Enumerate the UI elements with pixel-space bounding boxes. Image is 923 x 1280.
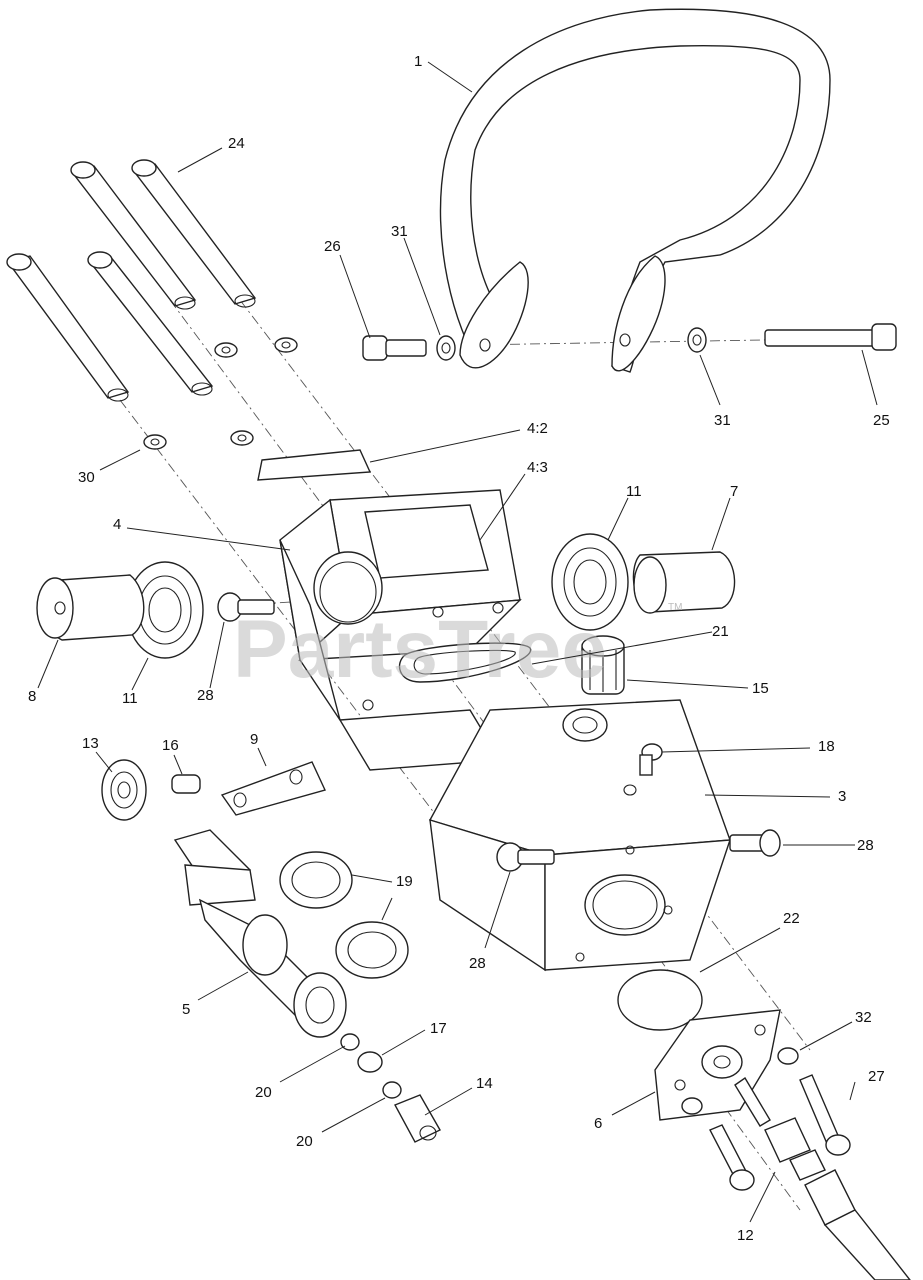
watermark: PartsTree TM [233, 602, 682, 695]
callout-4-3: 4:3 [527, 459, 548, 476]
callout-11a: 11 [626, 483, 642, 500]
callout-20a: 20 [255, 1084, 272, 1101]
callout-11b: 11 [122, 690, 138, 707]
bearings [126, 533, 629, 659]
callout-28c: 28 [469, 955, 486, 972]
long-screws-group [6, 159, 298, 450]
o-ring-part [617, 969, 703, 1031]
gasket-part [398, 642, 532, 683]
pins [217, 592, 781, 872]
small-screw-part [623, 743, 663, 796]
callout-22: 22 [783, 910, 800, 927]
callout-16: 16 [162, 737, 179, 754]
callout-24: 24 [228, 135, 245, 152]
shafts [36, 551, 736, 641]
small-parts-left [101, 759, 326, 821]
callout-28b: 28 [857, 837, 874, 854]
callout-4: 4 [113, 516, 121, 533]
callout-21: 21 [712, 623, 729, 640]
main-block-part [428, 699, 731, 972]
callout-12: 12 [737, 1227, 754, 1244]
callout-19: 19 [396, 873, 413, 890]
callout-labels: 1 24 26 31 31 25 30 4:2 4:3 4 11 7 8 11 … [28, 53, 890, 1244]
screw-4 [131, 159, 257, 308]
callout-6: 6 [594, 1115, 602, 1132]
callout-5: 5 [182, 1001, 190, 1018]
watermark-text: PartsTree [233, 604, 607, 695]
callout-27: 27 [868, 1068, 885, 1085]
callout-17: 17 [430, 1020, 447, 1037]
callout-4-2: 4:2 [527, 420, 548, 437]
fittings-left [340, 1033, 441, 1143]
callout-31b: 31 [714, 412, 731, 429]
hose-fitting-part [734, 1076, 911, 1280]
callout-13: 13 [82, 735, 99, 752]
callout-31a: 31 [391, 223, 408, 240]
callout-1: 1 [414, 53, 422, 70]
callout-15: 15 [752, 680, 769, 697]
callout-18: 18 [818, 738, 835, 755]
screw-3 [70, 161, 197, 310]
callout-7: 7 [730, 483, 738, 500]
watermark-trademark: TM [668, 602, 682, 613]
screw-1 [6, 253, 130, 402]
callout-20b: 20 [296, 1133, 313, 1150]
callout-30: 30 [78, 469, 95, 486]
callout-32: 32 [855, 1009, 872, 1026]
screw-2 [87, 251, 214, 396]
washers [143, 337, 298, 450]
cover-screws [681, 1047, 851, 1191]
callout-26: 26 [324, 238, 341, 255]
callout-14: 14 [476, 1075, 493, 1092]
label-plate [257, 449, 372, 481]
callout-28a: 28 [197, 687, 214, 704]
callout-25: 25 [873, 412, 890, 429]
callout-3: 3 [838, 788, 846, 805]
handle-part [439, 8, 831, 373]
handle-fasteners [362, 323, 897, 361]
callout-9: 9 [250, 731, 258, 748]
fork-shaft-part [173, 829, 409, 1038]
callout-8: 8 [28, 688, 36, 705]
leader-lines [37, 61, 878, 1223]
